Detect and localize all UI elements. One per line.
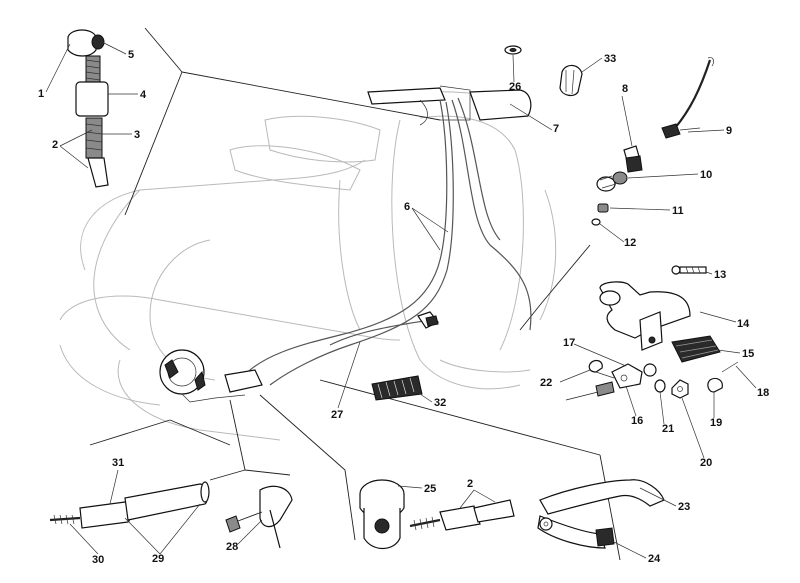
callout-11: 11	[672, 205, 684, 217]
callout-10: 10	[700, 169, 712, 181]
scooter-body-outline	[59, 91, 557, 441]
callout-5: 5	[128, 49, 134, 61]
callout-4: 4	[140, 89, 147, 101]
part-9-cable	[661, 57, 714, 139]
callout-29: 29	[152, 553, 164, 565]
callout-15: 15	[742, 348, 754, 360]
part-10-nut	[596, 171, 628, 192]
callout-18: 18	[757, 387, 769, 399]
callout-1: 1	[38, 88, 44, 100]
callout-labels: 1 2 2 3 4 5 6 7 8 9 10 11 12 13 14 15 16…	[38, 49, 769, 566]
callout-leaders	[45, 41, 757, 559]
callout-13: 13	[714, 269, 726, 281]
callout-22: 22	[540, 377, 552, 389]
callout-32: 32	[434, 397, 446, 409]
cable-adjuster-inset	[67, 29, 109, 188]
callout-8: 8	[622, 83, 628, 95]
part-14-pedal-lever	[599, 281, 691, 351]
part-27-cable-clamp	[417, 311, 439, 329]
adjuster-nut-inset	[359, 479, 515, 550]
callout-2: 2	[467, 478, 473, 490]
callout-7: 7	[553, 123, 559, 135]
part-15-pedal-pad	[671, 335, 721, 363]
callout-25: 25	[424, 483, 436, 495]
callout-26: 26	[509, 81, 521, 93]
callout-21: 21	[662, 423, 674, 435]
callout-14: 14	[737, 318, 750, 330]
callout-2: 2	[52, 139, 58, 151]
part-28-clip-inset	[225, 485, 293, 549]
callout-28: 28	[226, 541, 238, 553]
callout-3: 3	[134, 129, 140, 141]
callout-19: 19	[710, 417, 722, 429]
handlebar	[367, 85, 532, 126]
callout-12: 12	[624, 237, 636, 249]
part-8-bolt	[623, 145, 643, 173]
callout-6: 6	[404, 201, 410, 213]
callout-31: 31	[112, 457, 124, 469]
callout-20: 20	[700, 457, 712, 469]
callout-27: 27	[331, 409, 343, 421]
callout-30: 30	[92, 554, 104, 566]
brake-lever-inset	[537, 479, 665, 549]
part-12-washer	[591, 218, 601, 226]
part-11-ferrule	[597, 203, 609, 213]
callout-33: 33	[604, 53, 616, 65]
part-32-spring	[371, 375, 423, 401]
brake-drum	[159, 349, 263, 403]
control-cables	[239, 97, 532, 386]
inset-leader-lines	[89, 27, 621, 561]
callout-16: 16	[631, 415, 643, 427]
part-26-washer	[504, 45, 522, 55]
part-13-bolt	[671, 265, 707, 275]
callout-9: 9	[726, 125, 732, 137]
callout-17: 17	[563, 337, 575, 349]
cable-sheath-inset	[49, 481, 210, 529]
callout-24: 24	[648, 553, 661, 565]
part-33-clip	[559, 64, 583, 97]
callout-23: 23	[678, 501, 690, 513]
brake-linkage-parts	[565, 359, 739, 401]
